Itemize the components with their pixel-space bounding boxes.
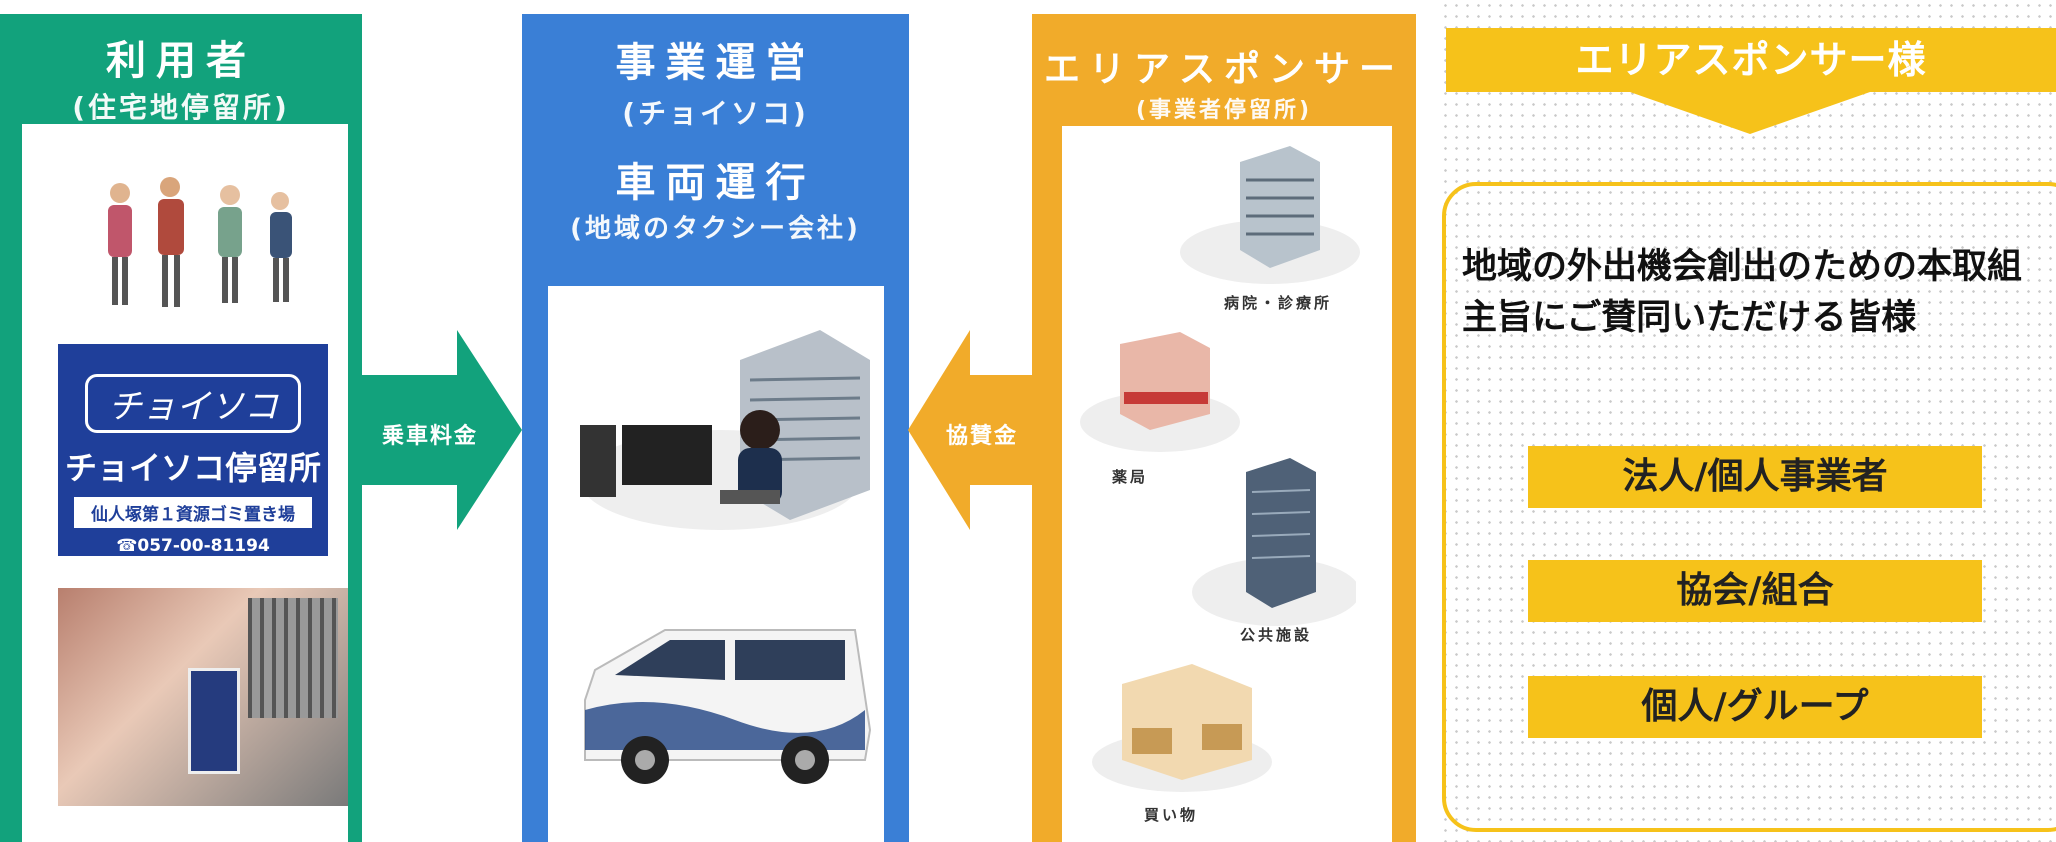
shopping-icon [1092, 664, 1272, 792]
vehicle-title: 車両運行 [615, 160, 816, 206]
pharmacy-icon [1080, 332, 1240, 452]
van-illustration [584, 629, 872, 784]
sponsor-type-association: 協会/組合 [1528, 560, 1982, 622]
place-label-pharmacy: 薬局 [1112, 468, 1149, 486]
sponsor-type-individual: 個人/グループ [1528, 676, 1982, 738]
down-arrow-icon [1630, 92, 1870, 134]
sponsor-subtitle: (事業者停留所) [1135, 98, 1313, 123]
sponsor-title: エリアスポンサー [1043, 49, 1404, 90]
fare-arrow [362, 330, 522, 530]
people-illustration [108, 177, 292, 307]
place-label-public: 公共施設 [1240, 626, 1313, 644]
sponsor-fee-arrow [908, 330, 1034, 530]
sign-logo: チョイソコ [85, 374, 301, 433]
office-illustration [580, 330, 870, 530]
sponsor-type-corporate: 法人/個人事業者 [1528, 446, 1982, 508]
place-label-shopping: 買い物 [1144, 806, 1199, 824]
stop-photo [58, 588, 348, 806]
vehicle-subtitle: (地域のタクシー会社) [570, 214, 861, 244]
photo-sign [188, 668, 240, 774]
operator-subtitle: (チョイソコ) [622, 97, 809, 130]
sponsor-fee-label: 協賛金 [946, 424, 1019, 449]
operator-title: 事業運営 [615, 40, 816, 86]
place-label-hospital: 病院・診療所 [1224, 294, 1333, 312]
sign-title: チョイソコ停留所 [64, 449, 321, 487]
hospital-icon [1180, 146, 1360, 284]
stop-sign: チョイソコ チョイソコ停留所 仙人塚第１資源ゴミ置き場 ☎057-00-8119… [58, 344, 328, 556]
fare-label: 乗車料金 [382, 424, 479, 449]
sponsor-description: 地域の外出機会創出のための本取組主旨にご賛同いただける皆様 [1462, 247, 2023, 338]
sign-phone: ☎057-00-81194 [116, 536, 270, 556]
sign-stop-name: 仙人塚第１資源ゴミ置き場 [74, 497, 312, 528]
user-subtitle: (住宅地停留所) [72, 91, 290, 124]
user-title: 利用者 [106, 38, 256, 84]
photo-gate [248, 598, 338, 718]
sponsor-panel-title: エリアスポンサー様 [1446, 28, 2056, 92]
sponsor-description-box [1442, 182, 2056, 832]
public-facility-icon [1192, 458, 1356, 626]
